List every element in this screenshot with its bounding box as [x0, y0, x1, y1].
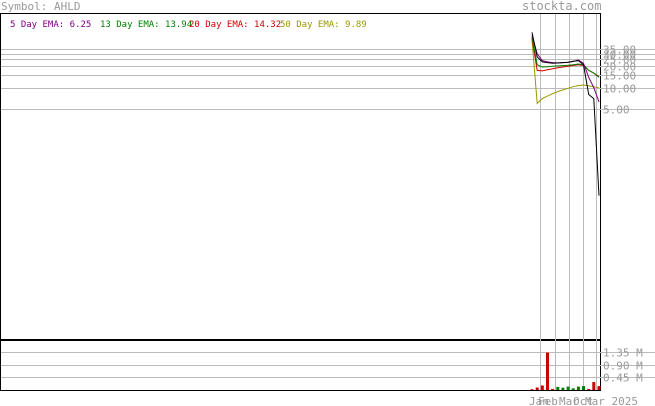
time-gridlines	[540, 14, 597, 390]
volume-tick-label: 0.45 M	[603, 372, 643, 385]
volume-bar	[556, 386, 560, 390]
series-line-5-day-ema	[531, 34, 600, 103]
volume-bar	[566, 386, 570, 390]
volume-bar	[597, 386, 601, 390]
volume-tick-label: 0.90 M	[603, 360, 643, 373]
volume-bar	[530, 389, 534, 390]
price-tick-label: 15.00	[603, 70, 636, 83]
volume-axis-labels: 0.45 M0.90 M1.35 M	[603, 347, 643, 385]
legend-ema-13: 13 Day EMA: 13.94	[100, 20, 192, 30]
legend-ema-50: 50 Day EMA: 9.89	[280, 20, 367, 30]
time-tick-label: Mar	[559, 395, 579, 406]
price-tick-label: 5.00	[603, 104, 630, 117]
time-tick-label: Oct	[573, 395, 593, 406]
volume-bars	[530, 352, 601, 390]
time-tick-label: Mar 2025	[585, 395, 638, 406]
price-tick-label: 30.00	[603, 49, 636, 62]
price-tick-label: 35.00	[603, 44, 636, 57]
series-line-price	[531, 32, 600, 196]
time-tick-label: Jan	[529, 395, 549, 406]
price-tick-label: 10.00	[603, 83, 636, 96]
volume-bar	[546, 352, 549, 390]
series-line-50-day-ema	[531, 39, 600, 105]
volume-bar	[551, 388, 555, 390]
volume-bar	[535, 387, 539, 390]
price-tick-label: 25.00	[603, 54, 636, 67]
legend-ema-20: 20 Day EMA: 14.32	[189, 20, 281, 30]
volume-gridlines	[1, 352, 655, 378]
watermark: stockta.com	[522, 0, 601, 13]
symbol-label: Symbol: AHLD	[1, 0, 80, 13]
price-series	[531, 32, 600, 196]
volume-bar	[571, 388, 575, 390]
price-tick-label: 20.00	[603, 61, 636, 74]
series-line-13-day-ema	[531, 36, 600, 78]
time-tick-label: Feb	[538, 395, 558, 406]
price-panel-frame	[0, 13, 601, 340]
volume-bar	[587, 388, 591, 390]
volume-bar	[561, 387, 565, 390]
volume-bar	[576, 386, 580, 390]
volume-bar	[592, 382, 596, 390]
legend-ema-5: 5 Day EMA: 6.25	[10, 20, 91, 30]
volume-bar	[540, 385, 544, 390]
volume-tick-label: 1.35 M	[603, 347, 643, 360]
volume-bar	[582, 386, 585, 390]
price-gridlines	[1, 49, 655, 110]
